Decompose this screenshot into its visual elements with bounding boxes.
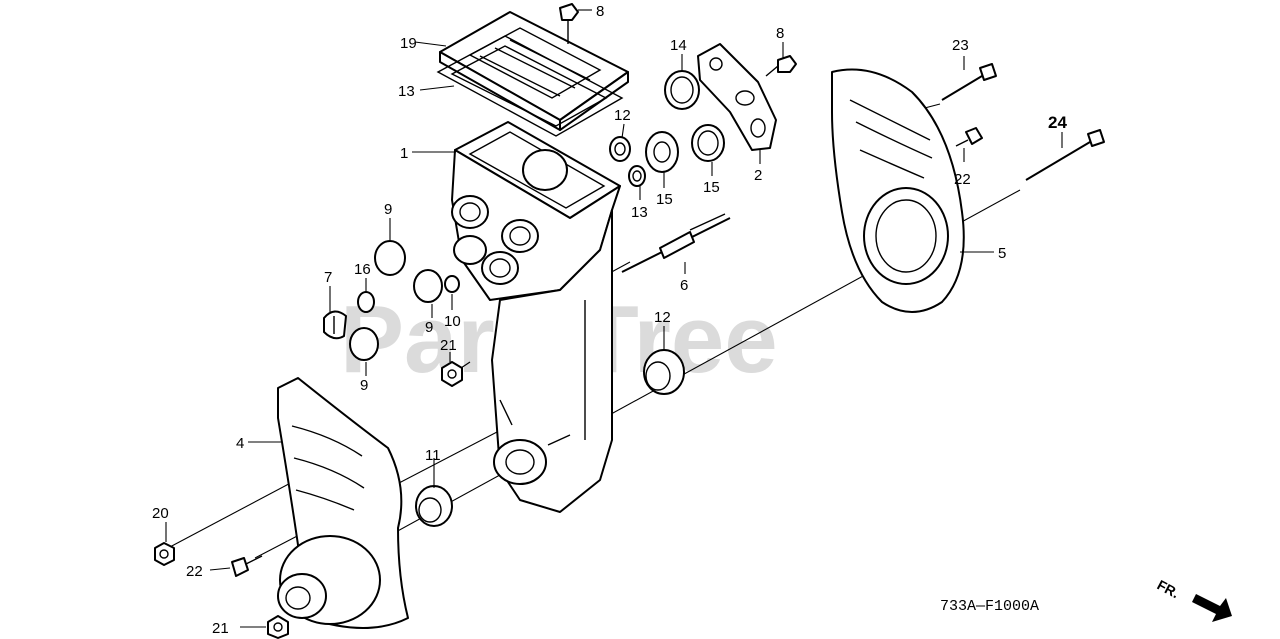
part-5-right-cover	[831, 68, 965, 313]
part-22-bolt-left	[231, 555, 263, 577]
part-16-ring	[357, 291, 375, 313]
callout-9-c: 9	[360, 377, 368, 394]
part-13-seal	[628, 165, 646, 187]
callout-20: 20	[152, 505, 169, 522]
part-17-gasket	[436, 35, 624, 137]
callout-22-left: 22	[186, 563, 203, 580]
callout-9-b: 9	[425, 319, 433, 336]
part-21-nut-upper	[441, 361, 463, 387]
callout-3: 19	[400, 35, 417, 52]
part-6-shaft	[621, 213, 731, 273]
part-12-bushing	[643, 349, 685, 395]
callout-9-a: 9	[384, 201, 392, 218]
part-20-nut	[154, 542, 175, 566]
part-11-bushing	[415, 485, 453, 527]
callout-8-right: 8	[776, 25, 784, 42]
part-8-bolt-right	[765, 55, 797, 77]
callout-24: 24	[1048, 113, 1067, 132]
part-22-bolt-right	[955, 127, 983, 147]
part-2-plate	[697, 43, 777, 151]
callout-13: 13	[631, 204, 648, 221]
part-10-ring	[444, 275, 460, 293]
callout-4: 4	[236, 435, 244, 452]
callout-16: 16	[354, 261, 371, 278]
part-1-case	[451, 121, 621, 513]
callout-22-right: 22	[954, 171, 971, 188]
callout-19: 15	[703, 179, 720, 196]
callout-7: 7	[324, 269, 332, 286]
part-9-cap-c	[349, 327, 379, 361]
part-3-cover	[439, 11, 629, 131]
callout-23: 23	[952, 37, 969, 54]
part-24-bolt	[1025, 129, 1105, 181]
callout-5: 5	[998, 245, 1006, 262]
callout-2: 2	[754, 167, 762, 184]
callout-21-upper: 21	[440, 337, 457, 354]
part-23-bolt	[941, 63, 997, 101]
callout-21-lower: 21	[212, 620, 229, 637]
part-7-knob	[323, 310, 347, 340]
part-9-cap-a	[374, 240, 406, 276]
part-8-bolt-top	[559, 3, 579, 44]
leader-lines	[165, 9, 1063, 628]
front-arrow-icon	[1192, 594, 1232, 622]
part-15-bearing	[645, 131, 679, 173]
front-direction-indicator: FR.	[1155, 577, 1232, 622]
callout-17: 13	[398, 83, 415, 100]
callout-labels: 19 13 1 8 14 12 13 15 15 2 8 6 5 23 22 2…	[152, 3, 1067, 637]
callout-11: 11	[425, 447, 441, 464]
callout-12: 12	[654, 309, 671, 326]
callout-18: 14	[670, 37, 687, 54]
part-4-left-cover	[277, 377, 409, 629]
part-19-o-ring	[691, 124, 725, 162]
callout-8-top: 8	[596, 3, 604, 20]
callout-10: 10	[444, 313, 461, 330]
part-21-nut-lower	[267, 615, 289, 639]
callout-6: 6	[680, 277, 688, 294]
callout-1: 1	[400, 145, 408, 162]
part-9-cap-b	[413, 269, 443, 303]
part-14-seal	[609, 136, 631, 162]
callout-15: 15	[656, 191, 673, 208]
front-direction-label: FR.	[1155, 577, 1182, 602]
callout-14: 12	[614, 107, 631, 124]
diagram-code: 733A—F1000A	[940, 598, 1039, 615]
